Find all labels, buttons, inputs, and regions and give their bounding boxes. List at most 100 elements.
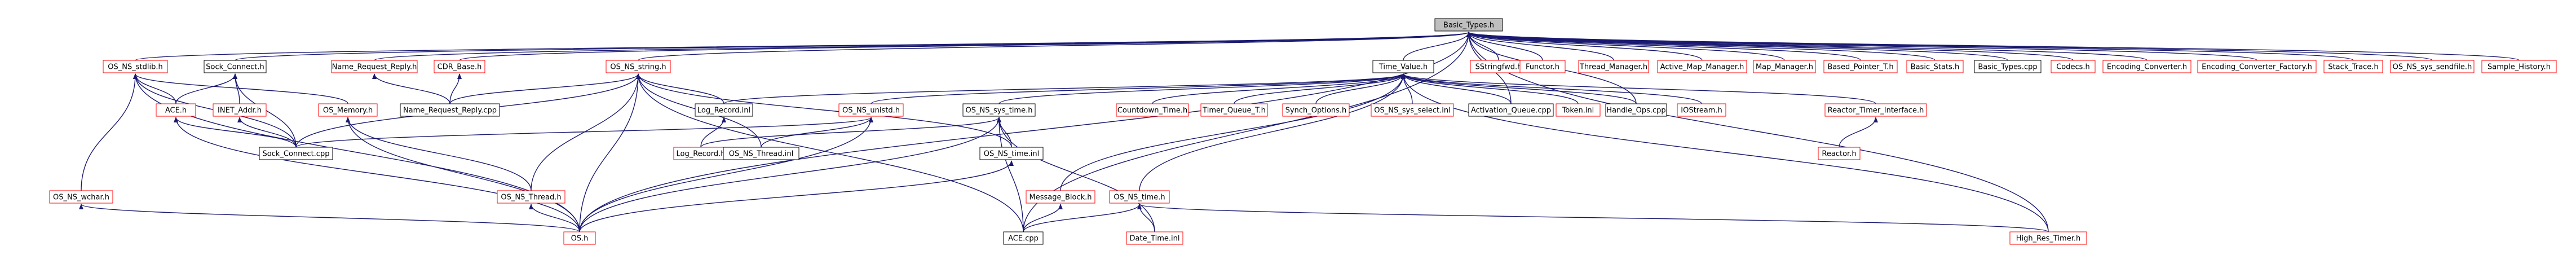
node-box — [838, 103, 904, 117]
node-ace-h[interactable]: ACE.h — [156, 103, 196, 117]
node-handle-ops-cpp[interactable]: Handle_Ops.cpp — [1605, 103, 1667, 117]
node-active-map-manager-h[interactable]: Active_Map_Manager.h — [1657, 60, 1747, 73]
node-os-ns-stdlib-h[interactable]: OS_NS_stdlib.h — [103, 60, 168, 73]
edge-iostream_h-to-time_value_h — [1401, 73, 1702, 104]
node-ace-cpp[interactable]: ACE.cpp — [1003, 231, 1044, 245]
edge-functor_h-to-basic_types_h — [1466, 32, 1543, 61]
edge-os_h-to-os_ns_thread_h — [529, 204, 580, 232]
node-box — [606, 60, 671, 73]
node-label: Log_Record.inl — [697, 107, 750, 115]
node-label: Active_Map_Manager.h — [1660, 63, 1744, 72]
node-log-record-inl[interactable]: Log_Record.inl — [695, 103, 753, 117]
node-os-ns-thread-h[interactable]: OS_NS_Thread.h — [497, 190, 565, 204]
node-basic-stats-h[interactable]: Basic_Stats.h — [1906, 60, 1964, 73]
node-os-ns-time-inl[interactable]: OS_NS_time.inl — [979, 147, 1044, 160]
edge-timer_queue_t_h-to-time_value_h — [1234, 73, 1406, 104]
node-time-value-h[interactable]: Time_Value.h — [1372, 60, 1434, 73]
node-os-ns-sys-sendfile-h[interactable]: OS_NS_sys_sendfile.h — [2390, 60, 2475, 73]
node-label: Date_Time.inl — [1130, 235, 1180, 243]
node-os-memory-h[interactable]: OS_Memory.h — [318, 103, 378, 117]
node-label: Encoding_Converter_Factory.h — [2202, 63, 2312, 72]
node-activation-queue-cpp[interactable]: Activation_Queue.cpp — [1468, 103, 1554, 117]
node-box — [103, 60, 168, 73]
node-box — [962, 103, 1036, 117]
node-countdown-time-h[interactable]: Countdown_Time.h — [1116, 103, 1189, 117]
node-os-ns-string-h[interactable]: OS_NS_string.h — [606, 60, 671, 73]
edge-ace_cpp-to-os_ns_sys_time_h — [997, 117, 1024, 232]
node-synch-options-h[interactable]: Synch_Options.h — [1282, 103, 1350, 117]
node-box — [497, 190, 565, 204]
node-sample-history-h[interactable]: Sample_History.h — [2481, 60, 2557, 73]
node-based-pointer-t-h[interactable]: Based_Pointer_T.h — [1823, 60, 1898, 73]
node-high-res-timer-h[interactable]: High_Res_Timer.h — [2009, 231, 2087, 245]
node-os-ns-time-h[interactable]: OS_NS_time.h — [1109, 190, 1170, 204]
node-label: Handle_Ops.cpp — [1606, 107, 1665, 115]
node-label: Basic_Types.h — [1443, 21, 1494, 30]
node-os-ns-sys-time-h[interactable]: OS_NS_sys_time.h — [962, 103, 1036, 117]
node-box — [695, 103, 753, 117]
edge-log_record_inl-to-os_ns_string_h — [636, 73, 724, 104]
node-label: Thread_Manager.h — [1579, 63, 1647, 72]
node-name-request-reply-cpp[interactable]: Name_Request_Reply.cpp — [400, 103, 500, 117]
node-name-request-reply-h[interactable]: Name_Request_Reply.h — [331, 60, 418, 73]
node-os-ns-wchar-h[interactable]: OS_NS_wchar.h — [49, 190, 113, 204]
node-basic-types-cpp[interactable]: Basic_Types.cpp — [1974, 60, 2042, 73]
edge-sock_connect_cpp-to-os_ns_unistd_h — [295, 117, 873, 148]
edge-ace_h-to-sock_connect_h — [175, 73, 237, 104]
node-encoding-converter-factory-h[interactable]: Encoding_Converter_Factory.h — [2197, 60, 2317, 73]
node-os-h[interactable]: OS.h — [563, 231, 596, 245]
node-label: OS_NS_time.h — [1114, 194, 1165, 202]
node-codecs-h[interactable]: Codecs.h — [2051, 60, 2096, 73]
node-label: OS_Memory.h — [323, 107, 373, 115]
node-box — [1824, 103, 1927, 117]
node-label: ACE.h — [165, 107, 187, 115]
edge-os_ns_string_h-to-basic_types_h — [638, 32, 1471, 61]
node-reactor-timer-interface-h[interactable]: Reactor_Timer_Interface.h — [1824, 103, 1927, 117]
node-timer-queue-t-h[interactable]: Timer_Queue_T.h — [1200, 103, 1268, 117]
node-reactor-h[interactable]: Reactor.h — [1818, 147, 1861, 160]
node-iostream-h[interactable]: IOStream.h — [1677, 103, 1726, 117]
edge-ace_cpp-to-message_block_h — [1023, 204, 1063, 232]
node-box — [1519, 60, 1566, 73]
edge-active_map_manager_h-to-basic_types_h — [1466, 32, 1703, 61]
node-stack-trace-h[interactable]: Stack_Trace.h — [2323, 60, 2383, 73]
edge-stack_trace_h-to-basic_types_h — [1466, 32, 2354, 61]
node-cdr-base-h[interactable]: CDR_Base.h — [434, 60, 485, 73]
node-sock-connect-h[interactable]: Sock_Connect.h — [204, 60, 267, 73]
edge-sock_connect_cpp-to-ace_h — [174, 117, 297, 148]
edge-log_record_h-to-os_ns_sys_time_h — [700, 117, 1001, 148]
node-label: Time_Value.h — [1378, 63, 1428, 72]
node-box — [1372, 60, 1434, 73]
edge-os_ns_time_h-to-time_value_h — [1139, 73, 1406, 191]
node-label: INET_Addr.h — [218, 107, 262, 115]
node-inet-addr-h[interactable]: INET_Addr.h — [213, 103, 267, 117]
node-box — [1026, 190, 1095, 204]
node-label: Basic_Stats.h — [1911, 63, 1959, 72]
node-date-time-inl[interactable]: Date_Time.inl — [1126, 231, 1183, 245]
node-functor-h[interactable]: Functor.h — [1519, 60, 1566, 73]
node-thread-manager-h[interactable]: Thread_Manager.h — [1578, 60, 1649, 73]
edge-os_ns_time_inl-to-os_ns_string_h — [636, 73, 1012, 148]
node-sstringfwd-h[interactable]: SStringfwd.h — [1470, 60, 1527, 73]
node-map-manager-h[interactable]: Map_Manager.h — [1753, 60, 1816, 73]
edge-os_ns_wchar_h-to-os_ns_stdlib_h — [81, 73, 138, 191]
node-os-ns-unistd-h[interactable]: OS_NS_unistd.h — [838, 103, 904, 117]
node-box — [204, 60, 267, 73]
node-box — [2323, 60, 2383, 73]
node-label: Timer_Queue_T.h — [1202, 107, 1266, 115]
node-label: OS_NS_wchar.h — [53, 194, 109, 202]
node-sock-connect-cpp[interactable]: Sock_Connect.cpp — [259, 147, 333, 160]
node-box — [434, 60, 485, 73]
node-label: Encoding_Converter.h — [2107, 63, 2187, 72]
node-log-record-h[interactable]: Log_Record.h — [673, 147, 728, 160]
node-label: OS_NS_sys_time.h — [966, 107, 1033, 115]
node-token-inl[interactable]: Token.inl — [1556, 103, 1601, 117]
node-label: OS_NS_Thread.h — [501, 194, 561, 202]
node-os-ns-thread-inl[interactable]: OS_NS_Thread.inl — [723, 147, 799, 160]
edge-os_ns_thread_h-to-os_ns_string_h — [531, 73, 640, 191]
node-message-block-h[interactable]: Message_Block.h — [1026, 190, 1095, 204]
node-os-ns-sys-select-inl[interactable]: OS_NS_sys_select.inl — [1371, 103, 1454, 117]
node-encoding-converter-h[interactable]: Encoding_Converter.h — [2102, 60, 2191, 73]
